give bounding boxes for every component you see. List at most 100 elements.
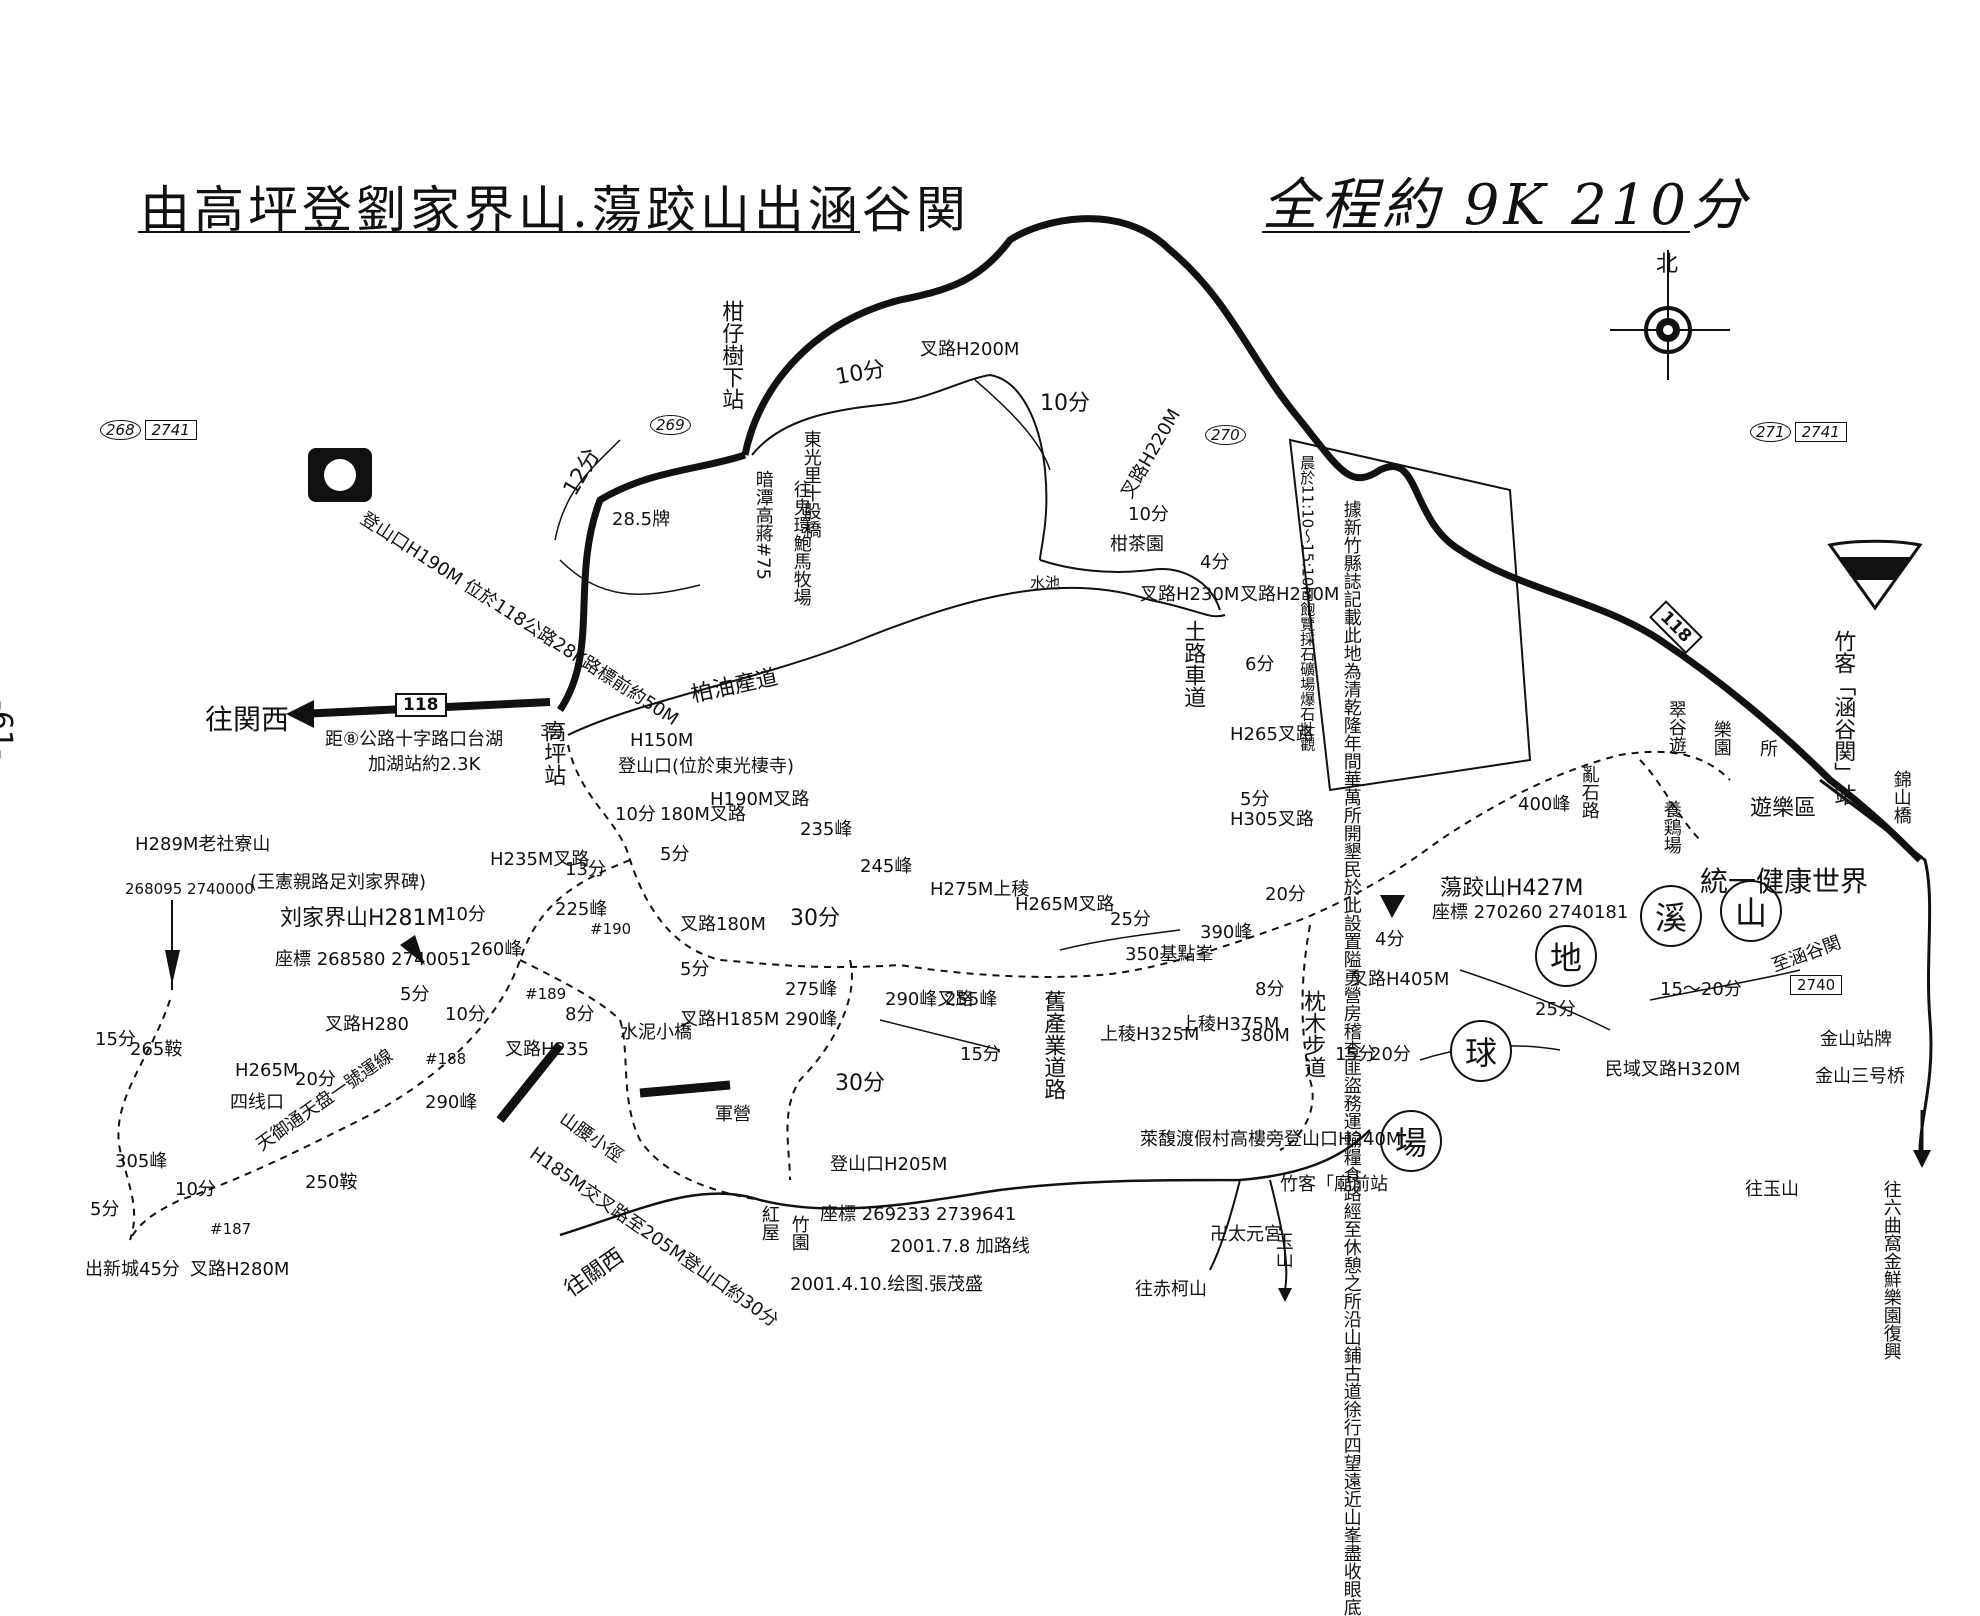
label-fork235: H235M叉路 (490, 849, 590, 870)
road-south (559, 1129, 1371, 1237)
label-shangleng325: 上稜H325M (1100, 1024, 1200, 1045)
label-west: 往関西 (205, 703, 290, 736)
label-luanshi: 亂石路 (1578, 765, 1600, 819)
ridge-line-west (557, 451, 747, 712)
label-zhuyuan: 竹園 (788, 1215, 810, 1251)
label-fork265: H265叉路 (1230, 724, 1314, 745)
trail-map (117, 215, 1933, 1302)
label-taiyuan: 卍太元宮 (1210, 1224, 1282, 1245)
asphalt-road (567, 586, 1226, 736)
label-fork180b: 叉路180M (680, 914, 766, 935)
label-fork185: 叉路H185M (680, 1009, 780, 1030)
label-fork200: 叉路H200M (920, 339, 1020, 360)
label-xincheng: 出新城45分 (85, 1259, 180, 1280)
label-fork305: H305叉路 (1230, 809, 1314, 830)
label-t275: 275峰 (785, 979, 838, 1000)
label-fork320: 民域叉路H320M (1605, 1059, 1741, 1080)
label-note-box: 據新竹縣誌記載此地為清乾隆年間華萬所開墾民於此設置隘勇營房稽查匪盜務運輸糧食路經… (1340, 500, 1362, 1616)
label-ranch2: 養鶏場 (1660, 800, 1682, 854)
label-yushan: 玉山 (1272, 1232, 1294, 1268)
label-t225: 225峰 (555, 899, 608, 920)
label-t265: 265鞍 (130, 1039, 183, 1060)
label-t400: 400峰 (1518, 794, 1571, 815)
label-t25b: 25分 (1535, 999, 1576, 1020)
label-coord205: 座標 269233 2739641 (820, 1204, 1017, 1225)
label-zhushan: 往赤柯山 (1135, 1279, 1207, 1300)
label-old-road: 舊產業道路 (1040, 990, 1066, 1100)
label-grid2740: 2740 (1790, 975, 1843, 995)
label-liujia: 刘家界山H281M (280, 906, 446, 931)
label-t5e: 5分 (90, 1199, 120, 1220)
grid-ref-269: 269 (650, 415, 691, 435)
label-fork230: 叉路H230M (1140, 584, 1240, 605)
label-gaoping-3min: 3分 (540, 722, 565, 740)
label-t350: 350基點峯 (1125, 944, 1214, 965)
label-dongguang-bridge: 東光里十股橋 (800, 430, 822, 538)
label-dangjiao-coord: 座標 270260 2740181 (1432, 902, 1629, 923)
label-bridge: 水泥小橋 (620, 1022, 692, 1043)
label-fork265b: H265M叉路 (1015, 894, 1115, 915)
label-t250: 250鞍 (305, 1172, 358, 1193)
label-t15b: 15分 (960, 1044, 1001, 1065)
label-tea-garden: 柑茶園 (1110, 534, 1164, 555)
label-ganzi-station: 柑仔樹下站 (718, 300, 744, 410)
label-t235: 235峰 (800, 819, 853, 840)
road-118-east (1819, 778, 1933, 1151)
map-title: 由高坪登劉家界山.蕩跤山出涵谷関 (140, 181, 970, 239)
label-resort: 萊馥渡假村高樓旁登山口H240M (1140, 1129, 1402, 1150)
label-t5a: 5分 (1240, 789, 1270, 810)
label-miaoqian: 竹客「廟前站 (1280, 1174, 1388, 1195)
label-t10c: 10分 (1128, 504, 1169, 525)
route-summary: 全程約 9K 210分 (1262, 173, 1750, 238)
label-t290: 290峰 (785, 1009, 838, 1030)
label-date2: 2001.4.10.绘图.張茂盛 (790, 1274, 984, 1295)
label-ranch: 往鬼環鮑馬牧場 (790, 480, 812, 606)
circle-char-shan: 山 (1720, 880, 1782, 942)
label-t15: 15分 (1335, 1044, 1376, 1065)
north-label: 北 (1656, 252, 1679, 277)
label-fork230b: 叉路H230M (1240, 584, 1340, 605)
label-jinshan-marker: 金山站牌 (1820, 1029, 1892, 1050)
label-shangleng375: 上稜H375M (1180, 1014, 1280, 1035)
label-t10e: 10分 (445, 904, 486, 925)
label-t10g: 10分 (175, 1179, 216, 1200)
label-t8: 8分 (1255, 979, 1285, 1000)
label-liuqu: 往六曲窩金鮮樂園復興 (1880, 1180, 1902, 1360)
label-t15c: 15分 (95, 1029, 136, 1050)
label-wangyushan: 往玉山 (1745, 1179, 1799, 1200)
label-t1520: 15〜20分 (1660, 979, 1742, 1000)
label-t245: 245峰 (860, 856, 913, 877)
label-hangu-station: 竹客「涵谷関」站 (1830, 630, 1856, 806)
label-t4: 4分 (1200, 552, 1230, 573)
label-t30b: 30分 (835, 1071, 885, 1096)
label-wood-path: 枕木步道 (1300, 990, 1326, 1078)
label-t4b: 4分 (1375, 929, 1405, 950)
circle-char-xi: 溪 (1640, 885, 1702, 947)
label-t25: 25分 (1110, 909, 1151, 930)
label-jinshan-bridge: 金山三号桥 (1815, 1066, 1905, 1087)
ridge-line (741, 215, 1923, 863)
circle-char-qiu: 球 (1450, 1020, 1512, 1082)
label-hongyuan: 紅屋 (758, 1205, 780, 1241)
label-suo: 所 (1760, 739, 1778, 760)
label-t260: 260峰 (470, 939, 523, 960)
label-t255: 255峰 (945, 989, 998, 1010)
label-fork405: 叉路H405M (1350, 969, 1450, 990)
label-jiankang: 統一健康世界 (1700, 865, 1869, 898)
label-t5b: 5分 (660, 844, 690, 865)
label-t188: #188 (425, 1050, 467, 1068)
label-t390: 390峰 (1200, 922, 1253, 943)
compass-ring (1644, 306, 1692, 354)
label-t380: 380M (1240, 1025, 1290, 1046)
label-gaoping-station: 高坪站 (540, 720, 566, 786)
label-t290b: 290峰 (425, 1092, 478, 1113)
label-trailhead150: H150M (630, 730, 694, 751)
label-t10f: 10分 (445, 1004, 486, 1025)
label-marker: 28.5牌 (612, 509, 671, 530)
label-t305: 305峰 (115, 1151, 168, 1172)
page-number: -61- (0, 700, 18, 760)
label-t10b: 10分 (1040, 391, 1090, 416)
hiking-route (567, 744, 1731, 978)
